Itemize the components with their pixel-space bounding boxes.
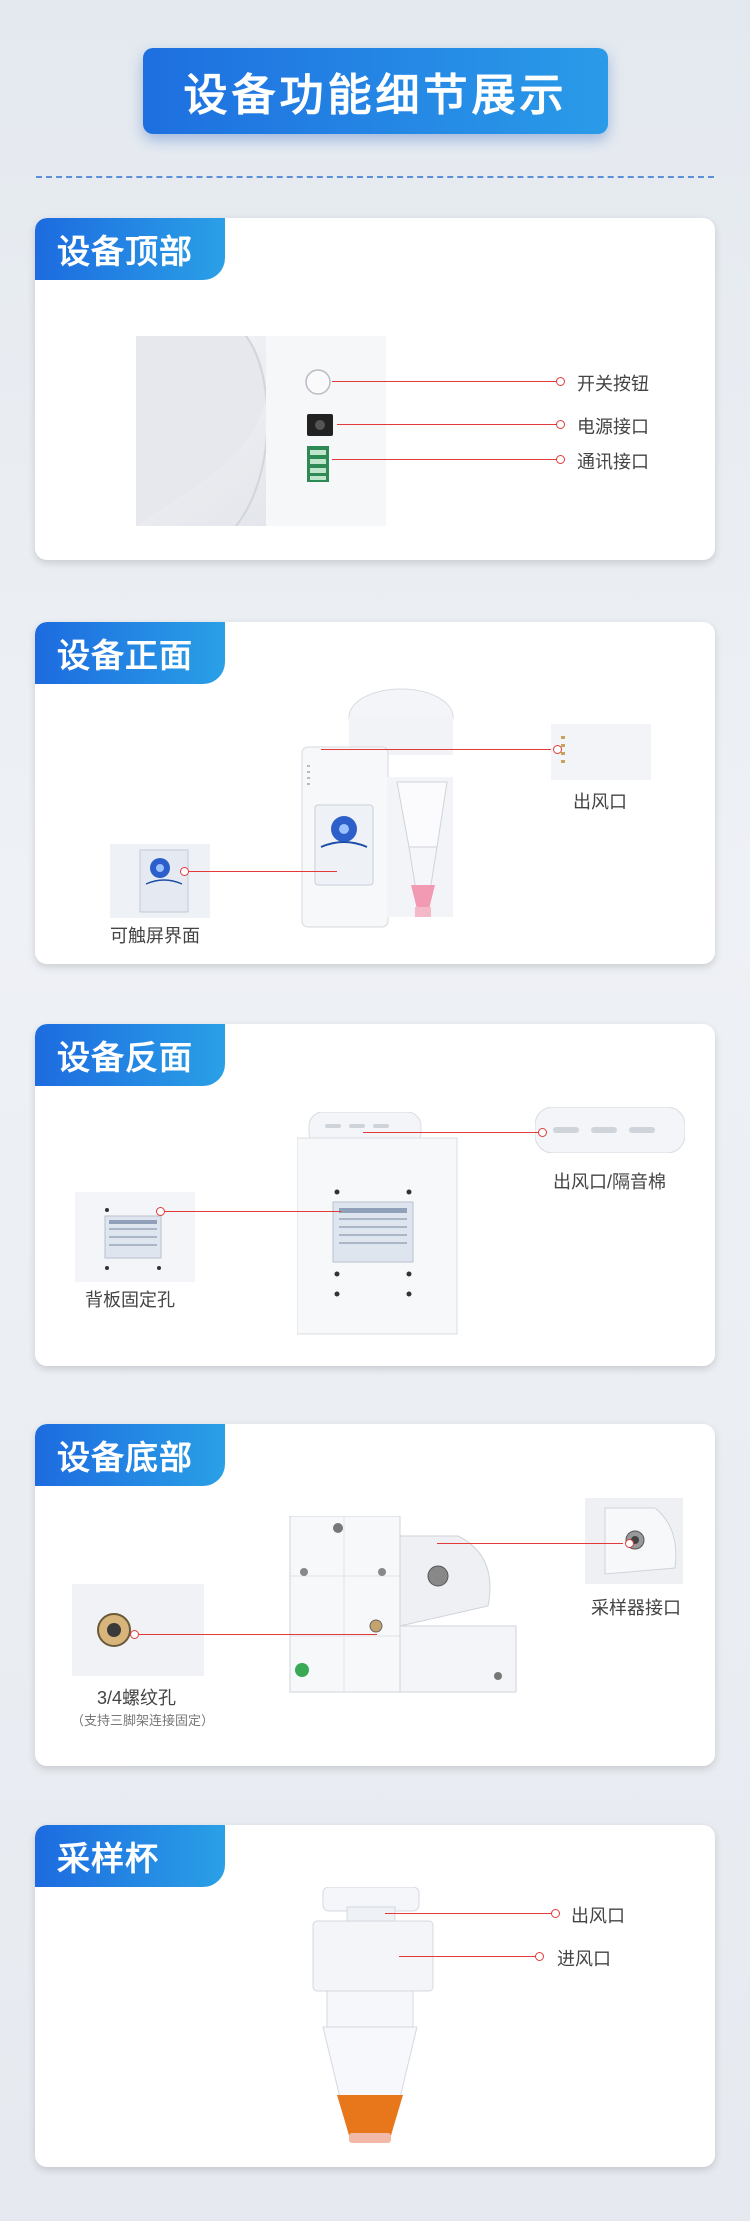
callout-dot [130,1630,139,1639]
callout-vent: 出风口/隔音棉 [553,1172,667,1192]
section-back: 设备反面 出风口/隔音棉 [35,1024,715,1366]
dashed-divider [36,176,714,178]
callout-backplate-holes: 背板固定孔 [85,1290,175,1310]
callout-outlet: 出风口 [573,792,627,812]
callout-sampler-port: 采样器接口 [591,1598,681,1618]
device-top-photo [136,336,386,526]
callout-cup-inlet: 进风口 [557,1949,611,1969]
sample-cup-photo [293,1887,443,2157]
callout-cup-outlet: 出风口 [571,1906,625,1926]
sampler-port-inset-photo [585,1498,683,1584]
callout-dot [556,455,565,464]
callout-dot [538,1128,547,1137]
page-banner: 设备功能细节展示 [143,48,608,134]
device-front-photo [297,687,507,947]
section-title: 设备顶部 [35,218,225,280]
section-title: 设备底部 [35,1424,225,1486]
section-title: 设备正面 [35,622,225,684]
vent-inset-photo [535,1107,685,1153]
section-cup: 采样杯 出风口 进风口 [35,1825,715,2167]
thread-hole-inset-photo [72,1584,204,1676]
outlet-inset-photo [551,724,651,780]
callout-dot [625,1539,634,1548]
section-bottom: 设备底部 采样器接口 [35,1424,715,1766]
callout-dot [551,1909,560,1918]
device-back-photo [297,1112,477,1342]
section-top: 设备顶部 开关按钮 电源接口 通讯接口 [35,218,715,560]
callout-dot [556,420,565,429]
callout-power-port: 电源接口 [577,417,649,437]
section-front: 设备正面 出风口 [35,622,715,964]
device-bottom-photo [288,1516,518,1696]
callout-dot [553,745,562,754]
section-title: 设备反面 [35,1024,225,1086]
section-title: 采样杯 [35,1825,225,1887]
callout-dot [556,377,565,386]
callout-touchscreen: 可触屏界面 [110,926,200,946]
backplate-inset-photo [75,1192,195,1282]
touchscreen-inset-photo [110,844,210,918]
callout-thread-hole: 3/4螺纹孔 [97,1688,177,1708]
callout-thread-hole-note: （支持三脚架连接固定） [71,1713,215,1728]
callout-power-button: 开关按钮 [577,374,649,394]
callout-dot [180,867,189,876]
callout-comm-port: 通讯接口 [577,452,649,472]
callout-dot [156,1207,165,1216]
callout-dot [535,1952,544,1961]
